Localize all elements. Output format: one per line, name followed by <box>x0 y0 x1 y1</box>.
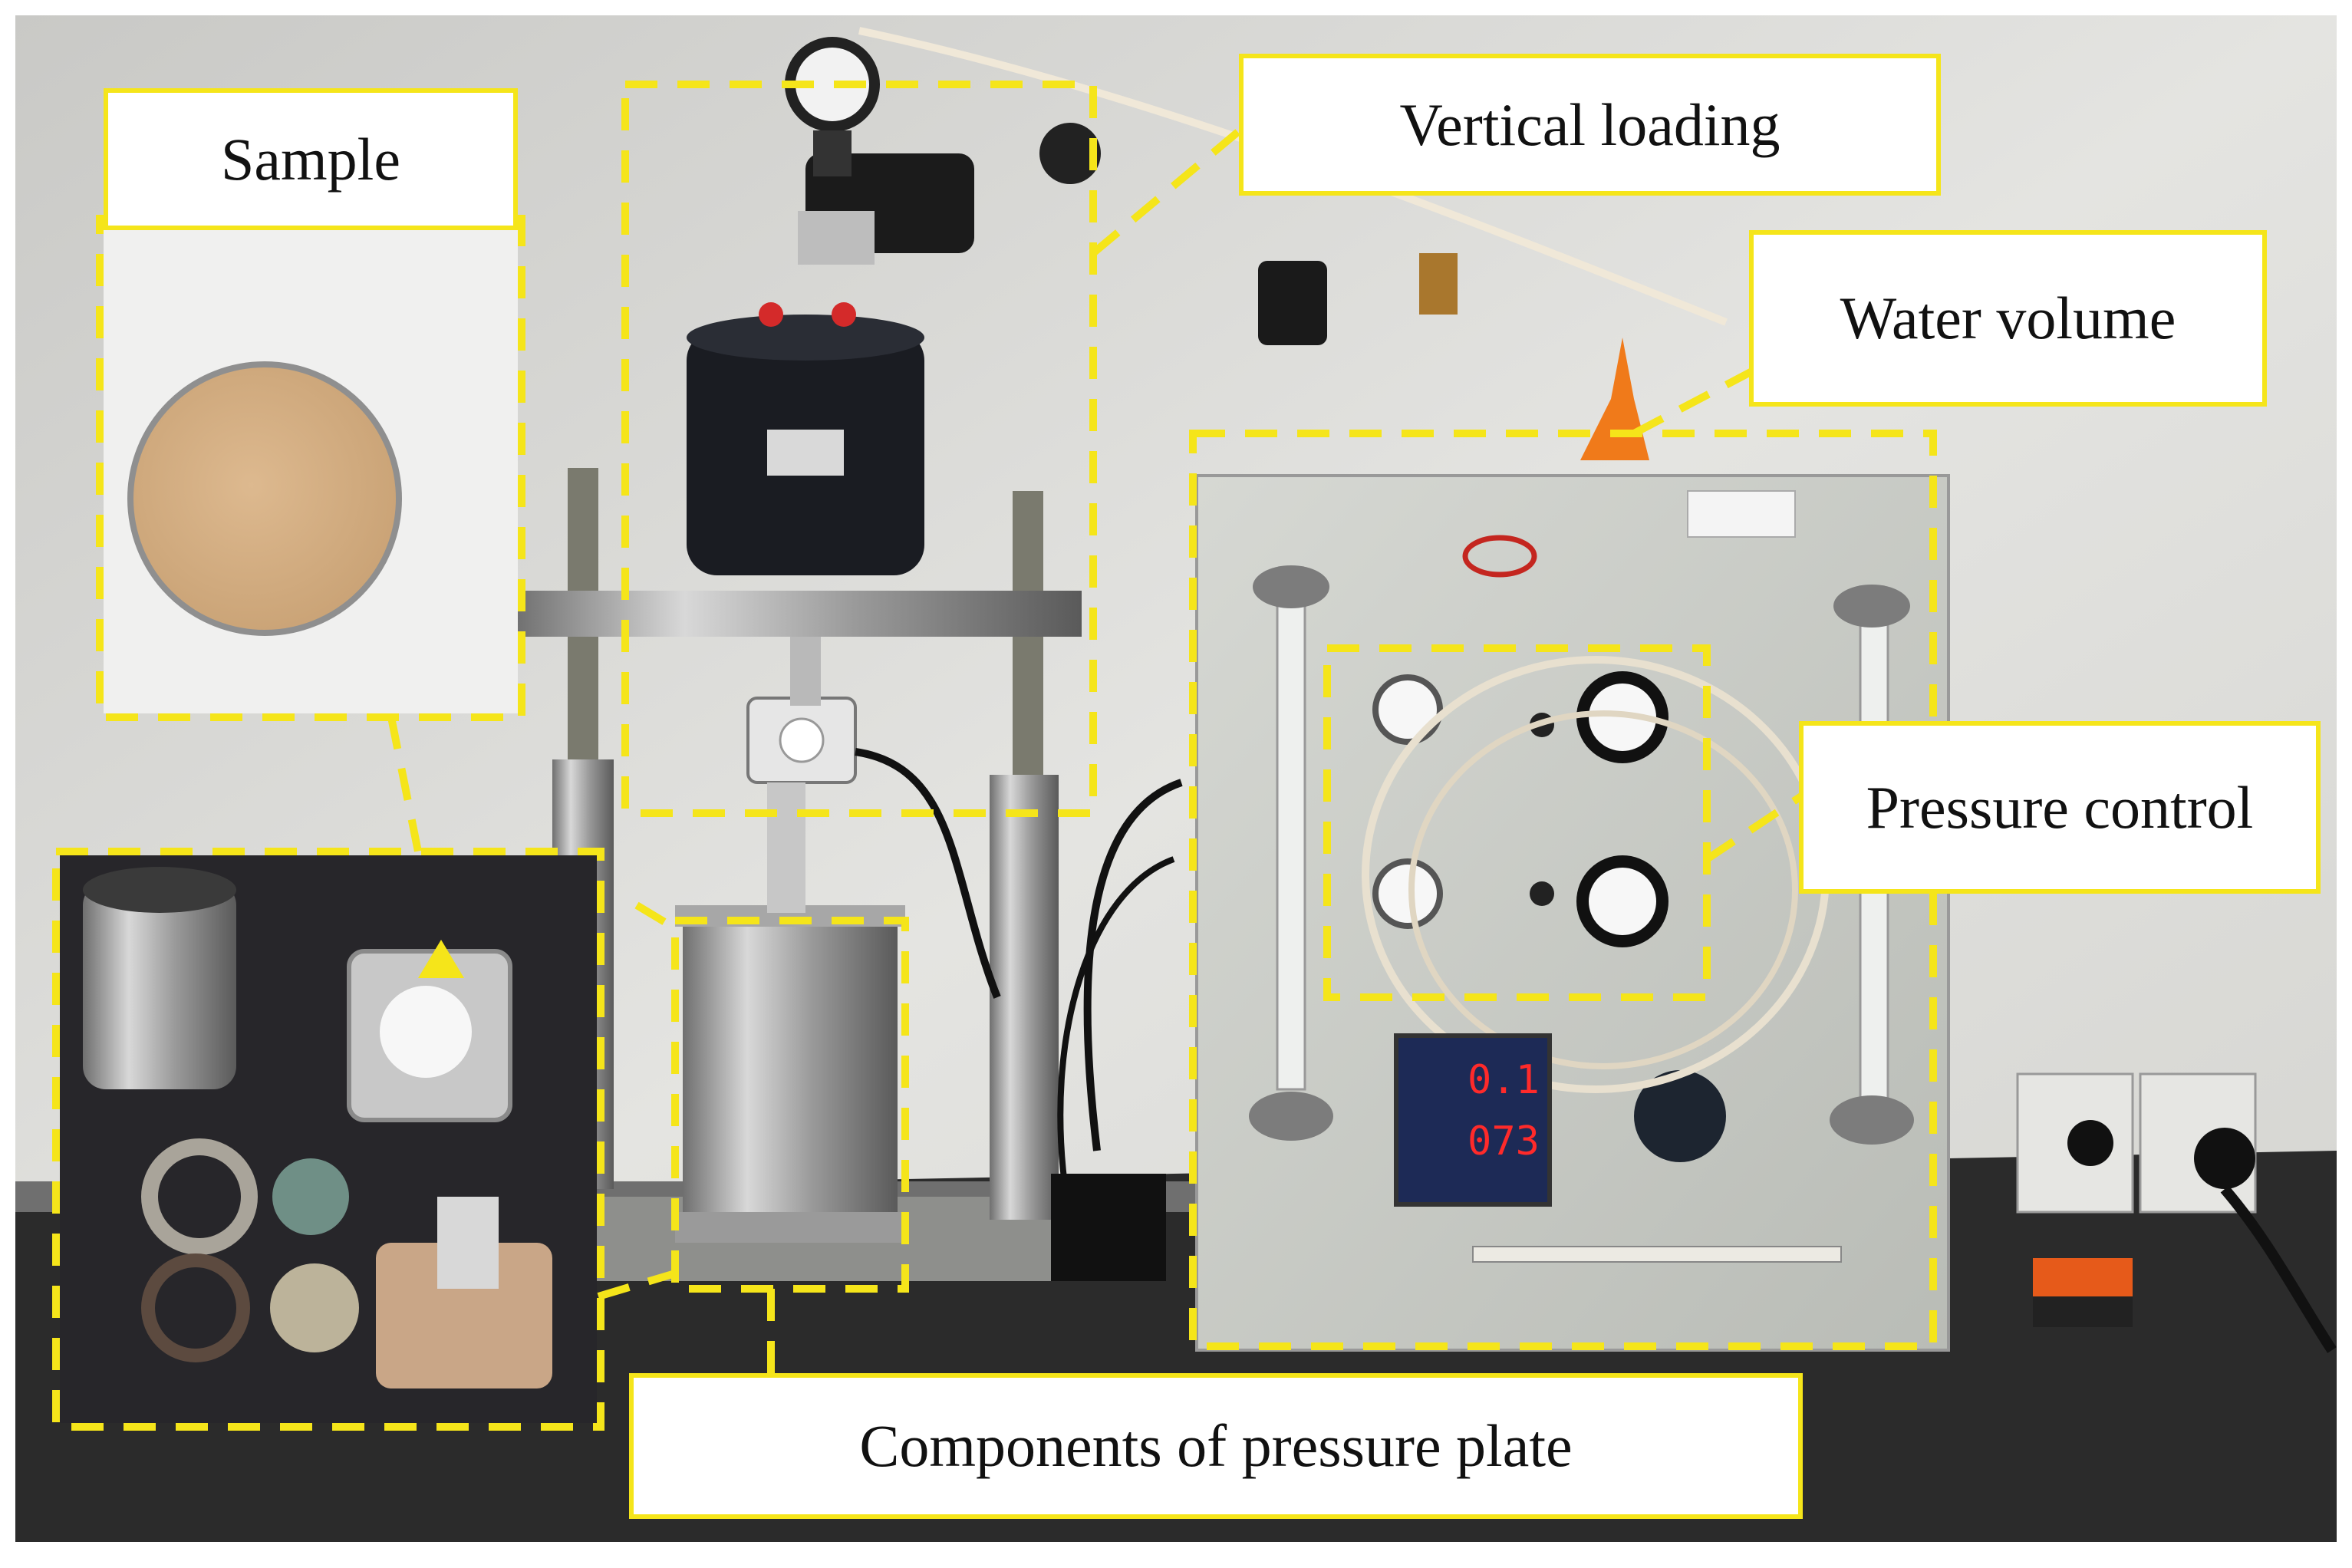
sample-disc <box>127 361 402 636</box>
retaining-ring-2 <box>141 1253 250 1362</box>
water-volume-label-box: Water volume <box>1749 230 2267 407</box>
sample-label-box: Sample <box>104 88 518 230</box>
vertical-loading-frame <box>621 81 1097 817</box>
pressure-control-label: Pressure control <box>1866 773 2254 841</box>
burette-left <box>1276 597 1306 1091</box>
ceramic-disc <box>272 1158 349 1235</box>
porous-stone <box>270 1263 359 1352</box>
components-callout-frame <box>52 848 604 1431</box>
base-plate-part <box>376 1243 552 1388</box>
power-adapter <box>1051 1174 1166 1281</box>
vertical-loading-label: Vertical loading <box>1399 91 1780 158</box>
pressure-cell-frame <box>671 917 909 1293</box>
components-label: Components of pressure plate <box>859 1412 1573 1479</box>
water-volume-label: Water volume <box>1840 285 2176 351</box>
pressure-control-frame <box>1323 644 1711 1001</box>
wall-socket-right <box>2139 1072 2257 1214</box>
controller-reading-2: 073 <box>1468 1118 1540 1164</box>
vertical-loading-label-box: Vertical loading <box>1239 54 1941 196</box>
water-volume-frame <box>1189 430 1937 1350</box>
panel-gauge-1 <box>1372 674 1443 745</box>
pressure-cell <box>683 913 898 1235</box>
controller-reading-1: 0.1 <box>1468 1057 1540 1103</box>
components-label-box: Components of pressure plate <box>629 1373 1803 1519</box>
digital-controller <box>1394 1033 1552 1207</box>
steel-cylinder <box>83 882 236 1089</box>
panel-gauge-3 <box>1372 858 1443 929</box>
crossbeam <box>514 591 1082 637</box>
panel-gauge-4 <box>1576 855 1668 947</box>
retaining-ring-1 <box>141 1138 258 1255</box>
frame-column-right <box>990 775 1059 1220</box>
pressure-control-label-box: Pressure control <box>1799 721 2321 894</box>
sample-label: Sample <box>221 125 400 193</box>
